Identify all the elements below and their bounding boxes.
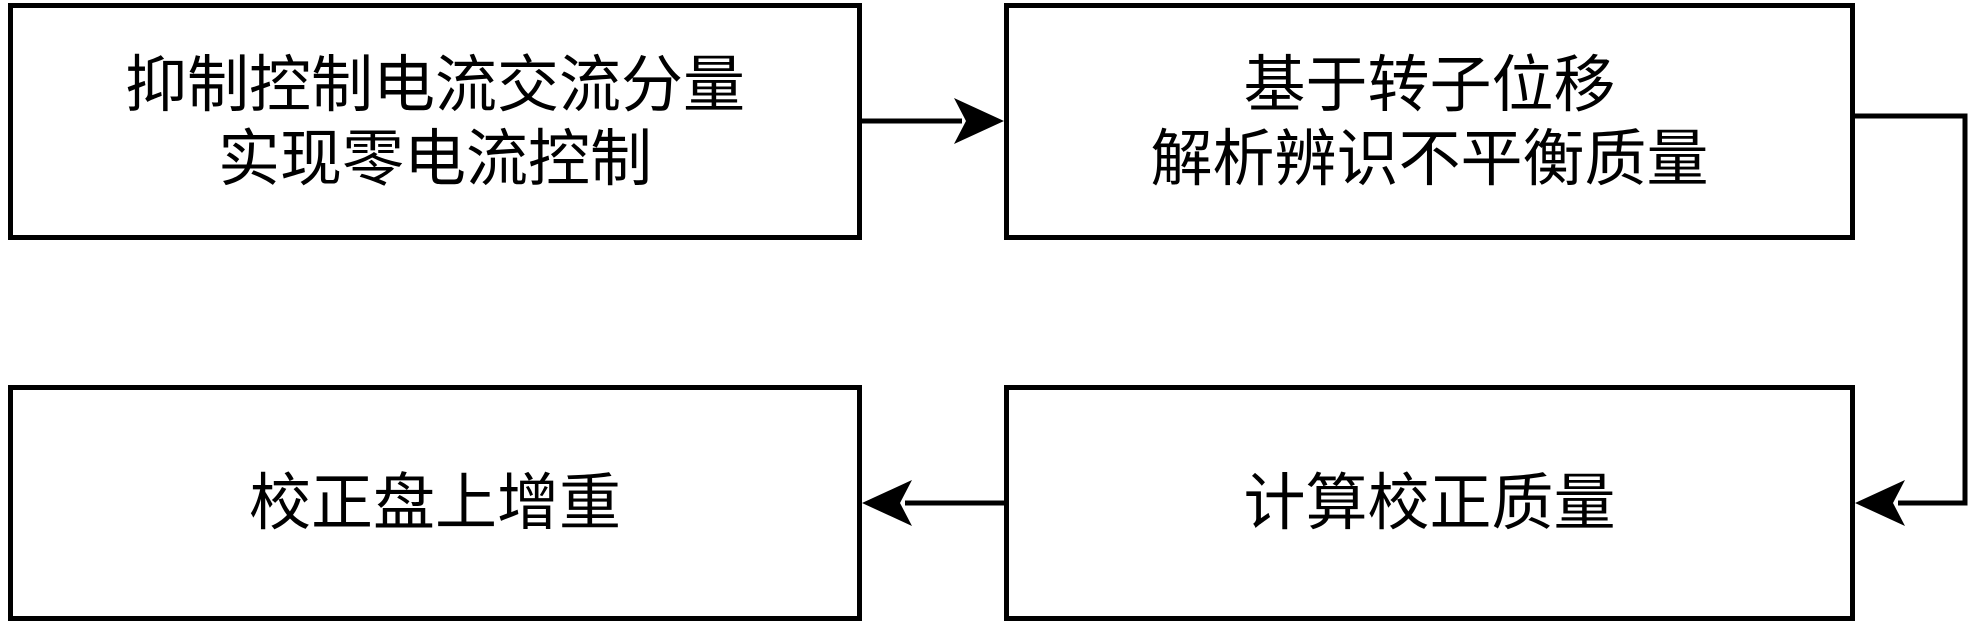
step-identify-unbalance: 基于转子位移 解析辨识不平衡质量: [1004, 3, 1855, 240]
step-add-weight-on-disk-label: 校正盘上增重: [248, 466, 621, 539]
step-identify-unbalance-line-2: 解析辨识不平衡质量: [1150, 121, 1709, 195]
edge-2-to-3: [1855, 113, 1968, 526]
step-compute-correction-mass: 计算校正质量: [1004, 385, 1855, 621]
edge-3-to-4: [862, 480, 1004, 526]
edge-3-to-4-arrowhead: [862, 480, 912, 526]
edge-1-to-2: [862, 98, 1004, 144]
step-identify-unbalance-line-1: 基于转子位移: [1243, 47, 1616, 121]
step-compute-correction-mass-label: 计算校正质量: [1243, 466, 1616, 539]
edge-2-to-3-arrowhead: [1855, 480, 1905, 526]
step-add-weight-on-disk: 校正盘上增重: [8, 385, 862, 621]
step-suppress-ac-current-line-1: 抑制控制电流交流分量: [124, 47, 745, 121]
step-suppress-ac-current: 抑制控制电流交流分量 实现零电流控制: [8, 3, 862, 240]
edge-1-to-2-arrowhead: [954, 98, 1004, 144]
step-suppress-ac-current-line-2: 实现零电流控制: [217, 121, 652, 195]
